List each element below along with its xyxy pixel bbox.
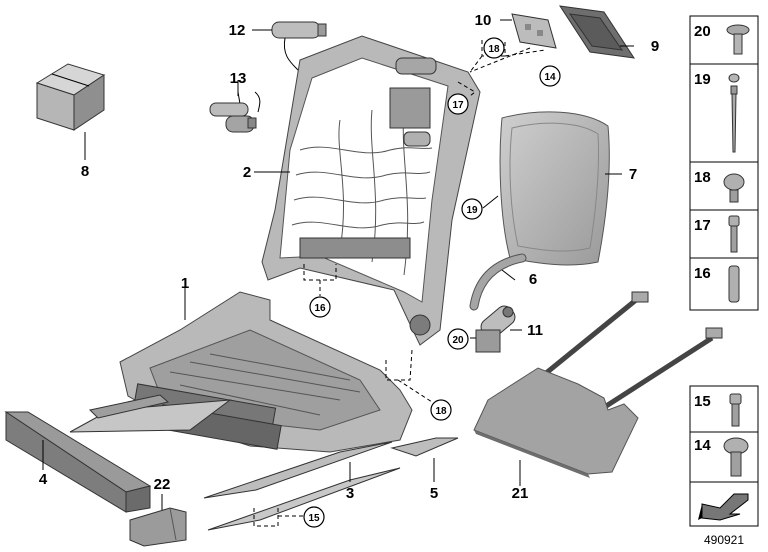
- part-13-actuator[interactable]: [209, 91, 261, 133]
- label-part-13: 13: [230, 70, 247, 87]
- label-part-22: 22: [154, 476, 171, 493]
- label-part-9: 9: [651, 38, 659, 55]
- label-part-8: 8: [81, 163, 89, 180]
- label-part-21: 21: [512, 485, 529, 502]
- callout-15: 15: [303, 506, 325, 528]
- legend-item-15: 15: [694, 393, 742, 427]
- svg-text:16: 16: [694, 265, 711, 282]
- label-part-4: 4: [39, 471, 48, 488]
- callout-16: 16: [309, 296, 331, 318]
- reference-lines: [253, 40, 546, 527]
- svg-text:17: 17: [452, 100, 464, 111]
- part-3-rail-trim[interactable]: [203, 441, 401, 531]
- callout-19: 19: [461, 198, 483, 220]
- legend-item-20: 20: [694, 23, 750, 55]
- legend-item-16: 16: [694, 265, 740, 303]
- legend-item-17: 17: [694, 215, 740, 253]
- svg-text:15: 15: [694, 393, 711, 410]
- diagram-reference-number: 490921: [704, 533, 744, 547]
- seat-rails: [69, 394, 232, 433]
- svg-text:15: 15: [308, 513, 320, 524]
- part-8-box[interactable]: [35, 63, 106, 131]
- part-2-backrest-frame[interactable]: [261, 35, 481, 346]
- part-labels: 1 2 3 4 5 6 7 8 9 10 11 12 13 21 22: [39, 12, 659, 502]
- svg-text:19: 19: [466, 205, 478, 216]
- legend-item-18: 18: [694, 169, 745, 203]
- label-part-3: 3: [346, 485, 354, 502]
- direction-arrow-icon: [689, 481, 759, 527]
- label-part-11: 11: [527, 322, 543, 339]
- svg-text:14: 14: [544, 72, 556, 83]
- svg-text:18: 18: [435, 406, 447, 417]
- part-11-motor[interactable]: [475, 303, 518, 353]
- svg-text:16: 16: [314, 303, 326, 314]
- legend-item-19: 19: [694, 71, 740, 153]
- leader-lines: [42, 19, 634, 510]
- part-9-cover[interactable]: [558, 5, 636, 59]
- label-part-6: 6: [529, 271, 537, 288]
- fastener-legend: 20 19 18 17 16: [689, 15, 759, 311]
- svg-text:18: 18: [488, 44, 500, 55]
- part-5-trim[interactable]: [390, 437, 459, 457]
- label-part-7: 7: [629, 166, 637, 183]
- svg-text:18: 18: [694, 169, 711, 186]
- fastener-legend-lower: 15 14: [689, 385, 759, 483]
- svg-text:19: 19: [694, 71, 711, 88]
- callout-17: 17: [447, 93, 469, 115]
- part-4-side-cover[interactable]: [4, 411, 152, 513]
- svg-text:14: 14: [694, 437, 711, 454]
- svg-text:20: 20: [694, 23, 711, 40]
- svg-text:17: 17: [694, 217, 711, 234]
- label-part-1: 1: [181, 275, 189, 292]
- callout-18-top: 18: [483, 37, 505, 59]
- legend-item-14: 14: [694, 437, 749, 477]
- svg-text:20: 20: [452, 335, 464, 346]
- callout-18-bottom: 18: [430, 399, 452, 421]
- part-7-back-panel[interactable]: [499, 111, 610, 266]
- part-10-bracket[interactable]: [511, 13, 557, 49]
- callout-14: 14: [539, 65, 561, 87]
- label-part-10: 10: [475, 12, 492, 29]
- part-6-hose[interactable]: [469, 253, 527, 311]
- part-21-seat-mat[interactable]: [473, 291, 723, 478]
- label-part-2: 2: [243, 164, 251, 181]
- label-part-12: 12: [229, 22, 246, 39]
- part-22-cover[interactable]: [129, 507, 187, 547]
- callout-20: 20: [447, 328, 469, 350]
- label-part-5: 5: [430, 485, 438, 502]
